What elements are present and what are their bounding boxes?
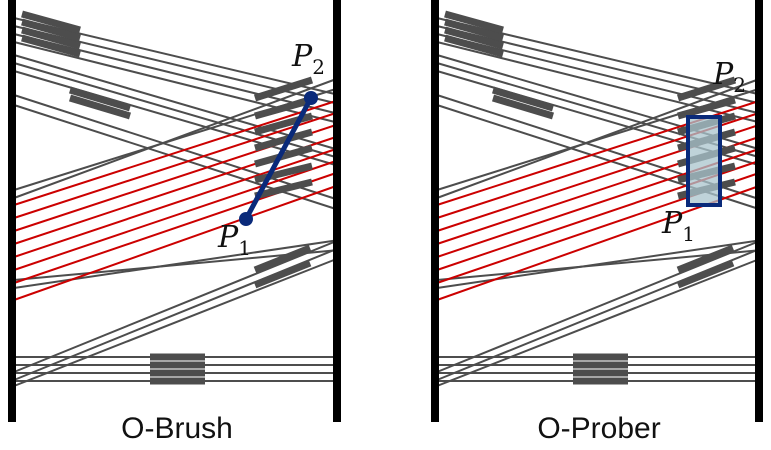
gray-lines	[436, 17, 763, 387]
red-line	[13, 147, 340, 258]
bundle-mark	[254, 144, 313, 168]
bundle-mark	[254, 128, 313, 152]
bundle-mark	[21, 26, 81, 50]
bundle-mark	[253, 244, 312, 274]
gray-line	[436, 239, 763, 289]
bundle-mark	[677, 96, 736, 120]
gray-line	[13, 54, 340, 151]
gray-line	[436, 239, 763, 373]
red-line	[13, 111, 340, 219]
bundle-mark	[254, 96, 313, 120]
bundle-mark	[21, 10, 81, 34]
bundle-mark	[676, 259, 735, 289]
brush-point-1[interactable]	[239, 212, 253, 226]
gray-line	[13, 239, 340, 289]
brush-point-2[interactable]	[304, 91, 318, 105]
right-axis	[755, 0, 763, 422]
gray-line	[13, 17, 340, 96]
bundle-mark	[254, 162, 313, 184]
point-label-p2: P2	[712, 57, 746, 97]
bundle-mark	[444, 10, 504, 34]
point-label-p2: P2	[291, 39, 325, 79]
point-label-p1: P1	[217, 220, 251, 260]
bundle-mark	[491, 86, 555, 112]
bundle-marks	[21, 10, 314, 385]
bundle-mark	[253, 259, 312, 289]
left-axis	[431, 0, 439, 422]
point-label-p1: P1	[661, 206, 695, 246]
red-line	[13, 99, 340, 206]
gray-line	[13, 77, 340, 199]
gray-line	[13, 104, 340, 211]
gray-line	[13, 239, 340, 373]
bundle-mark	[444, 18, 504, 42]
left-axis	[8, 0, 16, 422]
bundle-mark	[676, 244, 735, 274]
right-axis	[333, 0, 341, 422]
bundle-mark	[68, 94, 132, 120]
gray-line	[436, 77, 763, 199]
brush-stroke[interactable]	[243, 95, 314, 222]
bundle-mark	[444, 26, 504, 50]
bundle-mark	[444, 34, 504, 58]
bundle-mark	[253, 76, 314, 102]
bundle-mark	[254, 178, 313, 200]
bundle-mark	[21, 34, 81, 58]
bundle-mark	[68, 86, 132, 112]
bundle-mark	[21, 18, 81, 42]
panel-o-brush: P2 P1 O-Brush	[8, 0, 341, 445]
caption-o-prober: O-Prober	[537, 412, 660, 445]
red-line	[13, 184, 340, 301]
gray-line	[436, 17, 763, 96]
bundle-mark	[676, 76, 737, 102]
prober-box[interactable]	[686, 115, 722, 207]
panel-o-prober: P2 P1 O-Prober	[431, 0, 763, 445]
gray-line	[13, 94, 340, 201]
bundle-mark	[491, 94, 555, 120]
caption-o-brush: O-Brush	[121, 412, 233, 445]
red-line	[13, 159, 340, 271]
